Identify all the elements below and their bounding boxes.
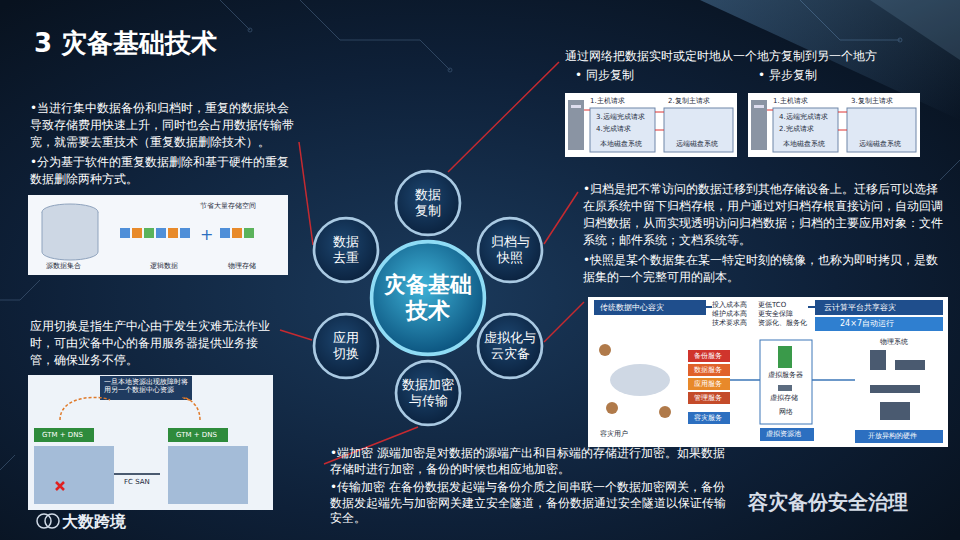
figure-label: 一旦本地资源出现故障时将用另一个数据中心资源 bbox=[104, 378, 188, 395]
circle-shape bbox=[314, 218, 378, 282]
note-text: • 同步复制 bbox=[575, 68, 634, 82]
circle-shape bbox=[396, 171, 460, 235]
figure-label: 传统数据中心容灾 bbox=[600, 303, 664, 313]
async-replication-figure bbox=[748, 93, 920, 157]
circle-label: 数据复制 bbox=[414, 187, 443, 218]
topic-circle: 虚拟化与云灾备 bbox=[476, 312, 544, 380]
paragraph-text: •归档是把不常访问的数据迁移到其他存储设备上。迁移后可以选择在原系统中留下归档存… bbox=[583, 181, 948, 249]
app-switch-figure bbox=[28, 375, 273, 510]
figure-label: 网络 bbox=[779, 408, 793, 416]
figure-label: 云计算平台共享容灾 bbox=[824, 303, 896, 313]
figure-label: 更低TCO bbox=[758, 301, 786, 309]
circle-label: 灾备基础技术 bbox=[382, 272, 474, 325]
figure-label: 物理系统 bbox=[880, 338, 908, 346]
figure-label: 维护成本高 bbox=[712, 310, 747, 318]
note-text: 大数跨境 bbox=[62, 512, 126, 531]
figure-label: 资源化、服务化 bbox=[758, 319, 807, 327]
circle-label: 应用切换 bbox=[332, 330, 361, 361]
topic-circle: 应用切换 bbox=[312, 312, 380, 380]
figure-label: 源数据集合 bbox=[46, 262, 81, 270]
figure-label: 物理存储 bbox=[228, 262, 256, 270]
topic-circle: 数据复制 bbox=[394, 169, 462, 237]
figure-label: GTM + DNS bbox=[176, 431, 217, 439]
figure-label: 4.完成请求 bbox=[596, 125, 631, 133]
dedup-figure: + bbox=[28, 195, 288, 275]
note-text: 容灾备份安全治理 bbox=[748, 490, 908, 514]
paragraph-text: 通过网络把数据实时或定时地从一个地方复制到另一个地方 bbox=[565, 48, 955, 65]
figure-label: 技术要求高 bbox=[712, 319, 747, 327]
circle-shape bbox=[396, 361, 460, 425]
figure-label: 虚拟资源池 bbox=[766, 430, 801, 438]
figure-label: 节省大量存储空间 bbox=[200, 202, 256, 210]
slide-title: 3 灾备基础技术 bbox=[34, 26, 217, 61]
svg-text:+: + bbox=[200, 225, 213, 244]
figure-label: 管理服务 bbox=[694, 394, 722, 402]
figure-label: 3.复制主请求 bbox=[851, 97, 893, 105]
light-ray bbox=[870, 0, 960, 60]
circle-shape bbox=[478, 314, 542, 378]
figure-label: 应用服务 bbox=[694, 380, 722, 388]
note-text: • 异步复制 bbox=[758, 68, 817, 82]
figure-label: 逻辑数据 bbox=[150, 262, 178, 270]
paragraph-text: •快照是某个数据集在某一特定时刻的镜像，也称为即时拷贝，是数据集的一个完整可用的… bbox=[583, 252, 948, 286]
figure-label: 本地磁盘系统 bbox=[783, 140, 825, 148]
circle-label: 虚拟化与云灾备 bbox=[483, 330, 538, 361]
paragraph-text: •传输加密 在备份数据发起端与备份介质之间串联一个数据加密网关，备份数据发起端先… bbox=[330, 480, 730, 527]
figure-label: 投入成本高 bbox=[712, 301, 747, 309]
figure-label: GTM + DNS bbox=[42, 431, 83, 439]
circle-shape bbox=[478, 218, 542, 282]
circuit-lines bbox=[0, 0, 960, 470]
figure-label: 容灾服务 bbox=[694, 414, 722, 422]
figure-label: 24×7自动运行 bbox=[840, 319, 894, 329]
figure-label: 3.远端完成请求 bbox=[596, 113, 645, 121]
figure-label: 4.远端完成请求 bbox=[779, 113, 828, 121]
figure-label: 远端磁盘系统 bbox=[859, 140, 901, 148]
circle-label: 数据加密与传输 bbox=[401, 377, 456, 408]
figure-label: 备份服务 bbox=[694, 352, 722, 360]
figure-label: 虚拟存储 bbox=[770, 394, 798, 402]
circle-label: 归档与快照 bbox=[489, 234, 531, 265]
circle-shape bbox=[314, 314, 378, 378]
figure-label: 开放异构的硬件 bbox=[868, 432, 917, 440]
figure-label: 本地磁盘系统 bbox=[600, 140, 642, 148]
topic-circle: 归档与快照 bbox=[476, 216, 544, 284]
hub-circle: 灾备基础技术 bbox=[368, 238, 488, 358]
figure-label: 2.复制主请求 bbox=[668, 97, 710, 105]
figure-label: 数据服务 bbox=[694, 366, 722, 374]
figure-label: 2.完成请求 bbox=[779, 125, 814, 133]
figure-label: 1.主机请求 bbox=[590, 97, 625, 105]
paragraph-text: •分为基于软件的重复数据删除和基于硬件的重复数据删除两种方式。 bbox=[30, 154, 295, 188]
cloud-dr-figure bbox=[588, 297, 948, 447]
figure-label: 远端磁盘系统 bbox=[676, 140, 718, 148]
paragraph-text: 应用切换是指生产中心由于发生灾难无法作业时，可由灾备中心的备用服务器提供业务接管… bbox=[30, 318, 275, 369]
topic-circle: 数据加密与传输 bbox=[394, 359, 462, 427]
leader-lines bbox=[280, 62, 584, 464]
paragraph-text: •端加密 源端加密是对数据的源端产出和目标端的存储进行加密。如果数据存储时进行加… bbox=[330, 446, 730, 477]
topic-circle: 数据去重 bbox=[312, 216, 380, 284]
logo-mark bbox=[37, 514, 59, 528]
sync-replication-figure bbox=[565, 93, 737, 157]
figure-label: 更安全保障 bbox=[758, 310, 793, 318]
figure-label: 容灾用户 bbox=[600, 430, 628, 438]
figure-label: 虚拟服务器 bbox=[768, 371, 803, 379]
circle-label: 数据去重 bbox=[332, 234, 361, 265]
circle-shape bbox=[372, 242, 485, 355]
figure-label: 1.主机请求 bbox=[773, 97, 808, 105]
figure-label: FC SAN bbox=[124, 478, 150, 486]
paragraph-text: •当进行集中数据备份和归档时，重复的数据块会导致存储费用快速上升，同时也会占用数… bbox=[30, 100, 295, 151]
